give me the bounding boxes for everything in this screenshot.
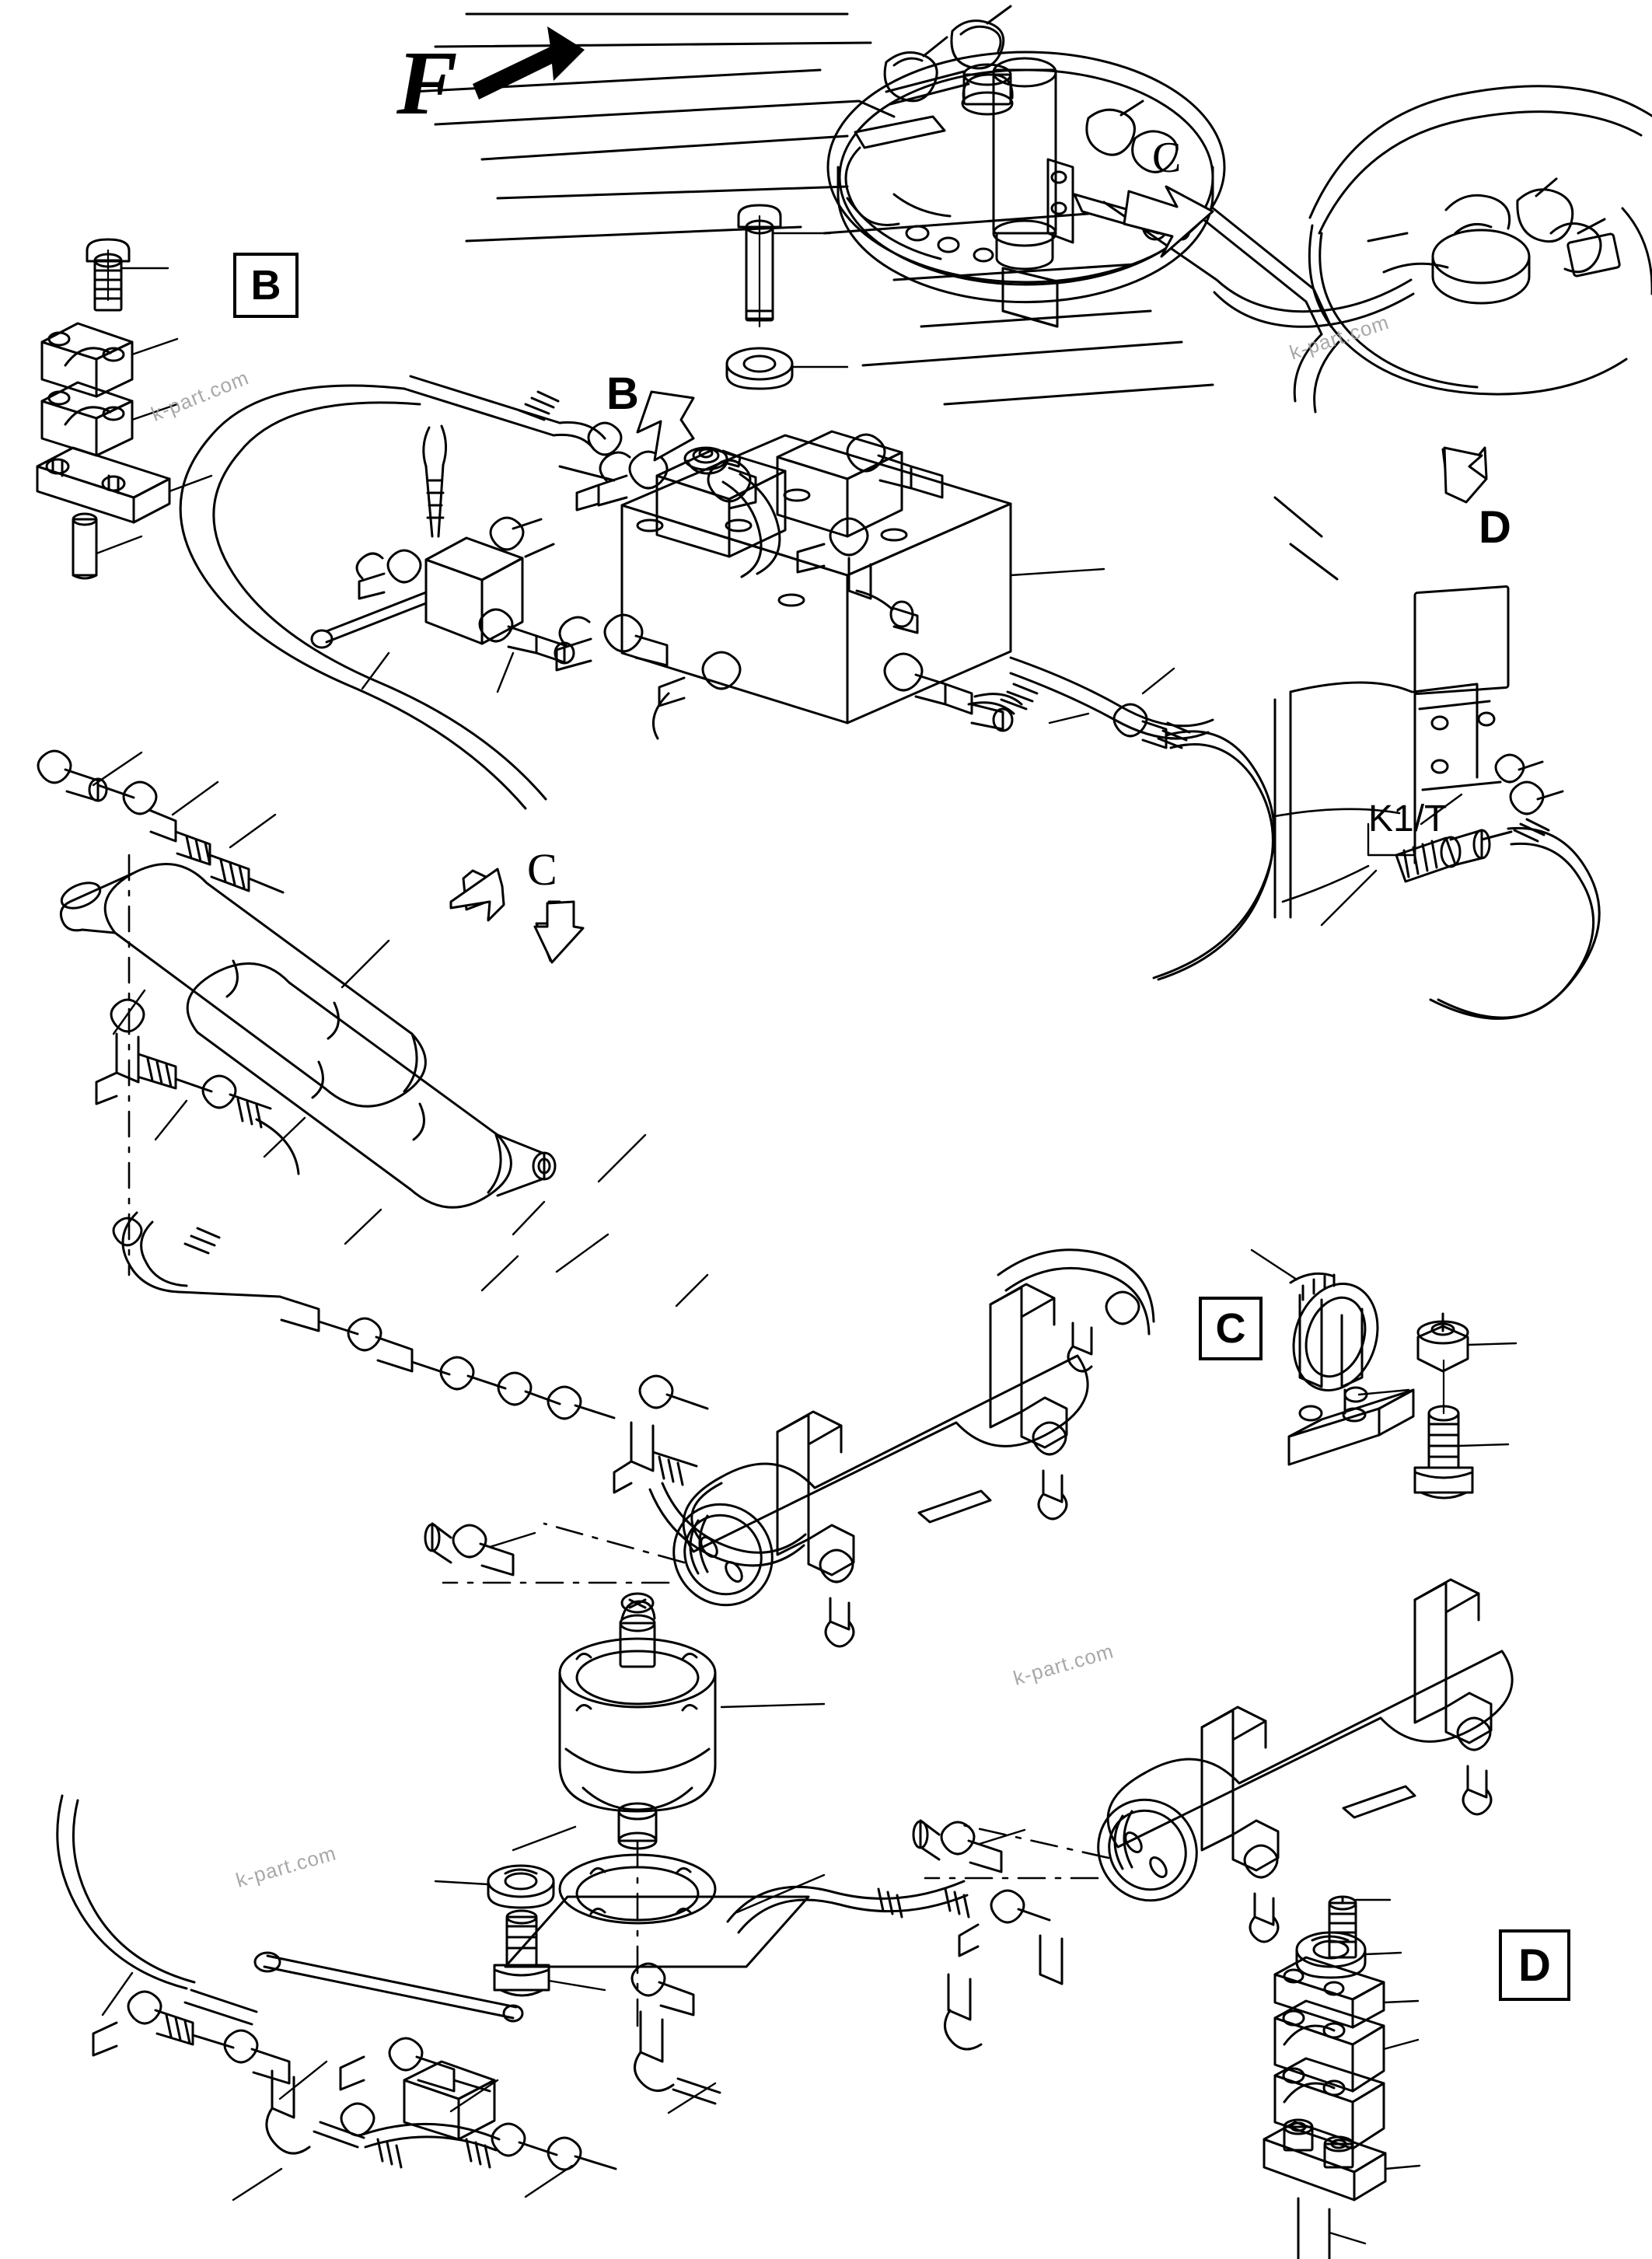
hydraulic-cylinder-upper (424, 1248, 1155, 1648)
detail-box-d-label: D (1518, 1940, 1551, 1991)
filter-bowl-assembly (434, 1592, 826, 2038)
arrow-up-right-icon (473, 26, 585, 100)
right-panel-k1t (1273, 585, 1601, 1020)
hose-routing-network (179, 375, 623, 810)
fitting-right-top (846, 433, 944, 499)
clamp-block-assembly-d (1263, 1895, 1421, 2259)
valve-manifold-block (555, 430, 1105, 740)
callout-label-d-right: D (1479, 502, 1511, 553)
drum-roller-assembly (1102, 85, 1652, 414)
fitting-bottom-center (651, 651, 742, 740)
swivel-joint-assembly (826, 5, 1332, 336)
fitting-cluster-top (707, 459, 757, 510)
accumulator-cylinder-pair (37, 749, 807, 1567)
detail-box-c: C (1199, 1297, 1263, 1360)
detail-box-c-label: C (1215, 1305, 1246, 1352)
arrow-left-3 (449, 868, 505, 922)
fitting-bottom-right (883, 652, 1014, 732)
callout-label-c-left: C (527, 844, 557, 895)
bolt-washer-set-b (725, 204, 849, 390)
direction-letter-f: F (396, 32, 458, 134)
port-label-k1t: K1/T (1368, 798, 1448, 840)
clamp-block-assembly-b (36, 238, 213, 580)
fitting-left-lower (555, 613, 669, 672)
bottom-left-hose-cluster (56, 1794, 721, 2201)
detail-box-b: B (233, 253, 299, 318)
detail-box-b-label: B (250, 262, 281, 309)
k1t-port-fitting (1395, 818, 1601, 1020)
fitting-right-mid (796, 517, 919, 634)
callout-label-c-top: C (1152, 134, 1182, 182)
arrow-down-2 (533, 900, 585, 964)
arrow-down-right (636, 390, 695, 462)
arrow-up-left-2 (1443, 446, 1488, 504)
hose-manifold-right (967, 656, 1276, 981)
pipe-clamp-assembly-c (1250, 1248, 1518, 1500)
callout-label-b-main: B (606, 368, 639, 419)
arrow-left (1123, 185, 1214, 258)
detail-box-d: D (1499, 1929, 1570, 2001)
spool-valve-block (310, 424, 575, 693)
